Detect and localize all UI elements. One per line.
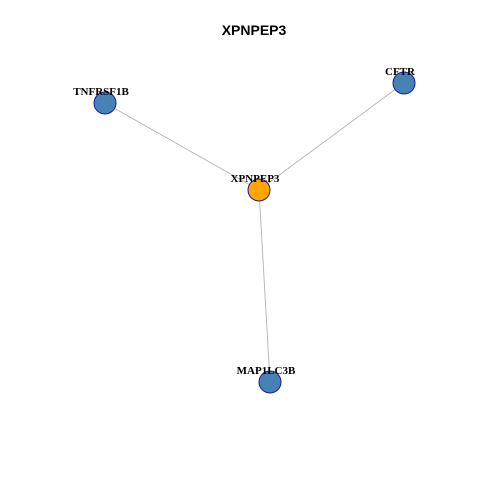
- nodes-layer: [93, 71, 416, 394]
- diagram-title: XPNPEP3: [222, 22, 287, 38]
- node-xpnpep3: [247, 178, 271, 202]
- node-tnfrsf1b: [93, 91, 117, 115]
- node-map1lc3b: [258, 370, 282, 394]
- labels-layer: XPNPEP3 TNFRSF1B CFTR MAP1LC3B: [73, 66, 416, 377]
- node-cftr: [392, 71, 416, 95]
- edges-layer: [104, 82, 405, 383]
- node-label-map1lc3b: MAP1LC3B: [237, 365, 296, 377]
- node-label-tnfrsf1b: TNFRSF1B: [73, 86, 129, 98]
- edge-xpnpep3-tnfrsf1b: [104, 102, 260, 191]
- node-label-xpnpep3: XPNPEP3: [231, 173, 280, 185]
- edge-xpnpep3-map1lc3b: [258, 189, 271, 383]
- node-label-cftr: CFTR: [385, 66, 416, 78]
- edge-xpnpep3-cftr: [258, 82, 405, 191]
